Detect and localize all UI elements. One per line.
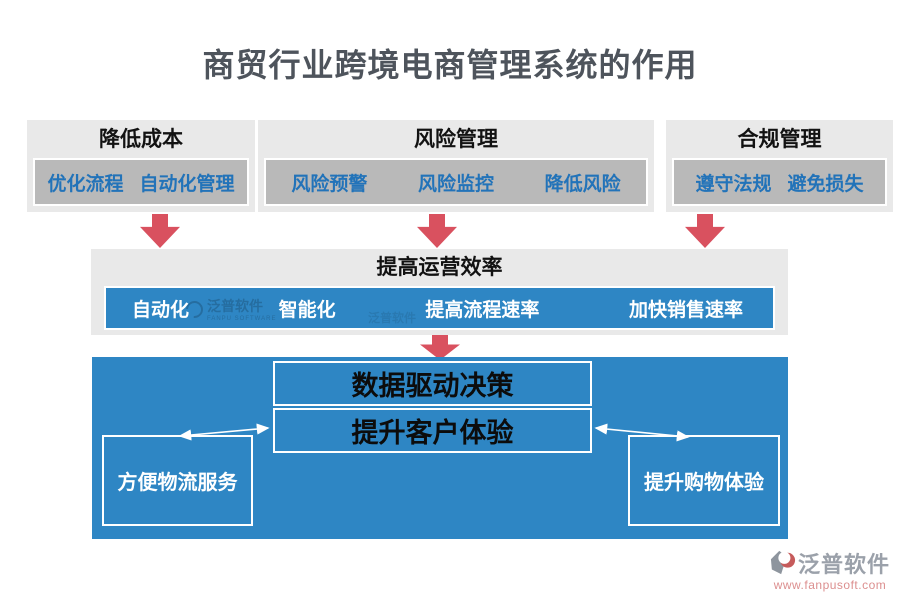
fanpu-logo-row: 泛普软件	[770, 547, 890, 579]
efficiency-header: 提高运营效率	[376, 256, 503, 279]
efficiency-item-automation: 自动化	[132, 299, 190, 321]
down-arrow-icon	[417, 214, 457, 248]
compliance-item-law: 遵守法规	[695, 173, 772, 195]
compliance-box: 合规管理 遵守法规 避免损失	[666, 120, 893, 212]
cost-item-automation: 自动化管理	[139, 173, 235, 195]
fanpu-logo-icon	[770, 550, 796, 575]
efficiency-box: 提高运营效率 自动化 智能化 提高流程速率 加快销售速率	[91, 249, 788, 335]
efficiency-item-process-speed: 提高流程速率	[425, 299, 540, 321]
compliance-items: 遵守法规 避免损失	[672, 158, 887, 206]
fanpu-logo: 泛普软件 www.fanpusoft.com	[770, 547, 890, 592]
risk-management-box: 风险管理 风险预警 风险监控 降低风险	[258, 120, 654, 212]
risk-management-items: 风险预警 风险监控 降低风险	[264, 158, 648, 206]
efficiency-item-sales-speed: 加快销售速率	[628, 299, 743, 321]
outcome-panel: 数据驱动决策 提升客户体验 方便物流服务 提升购物体验	[92, 357, 788, 539]
customer-experience-box: 提升客户体验	[273, 408, 592, 453]
cost-reduction-header: 降低成本	[99, 128, 183, 151]
cost-reduction-box: 降低成本 优化流程 自动化管理	[27, 120, 255, 212]
down-arrow-icon	[685, 214, 725, 248]
risk-item-reduce: 降低风险	[544, 173, 621, 195]
shopping-experience-box: 提升购物体验	[628, 435, 780, 526]
diagram-title: 商贸行业跨境电商管理系统的作用	[202, 47, 698, 83]
down-arrow-icon	[140, 214, 180, 248]
data-decision-box: 数据驱动决策	[273, 361, 592, 406]
logistics-box: 方便物流服务	[102, 435, 253, 526]
cost-reduction-items: 优化流程 自动化管理	[33, 158, 249, 206]
efficiency-items-bar: 自动化 智能化 提高流程速率 加快销售速率	[104, 286, 775, 330]
cost-item-optimize: 优化流程	[47, 173, 124, 195]
fanpu-logo-url: www.fanpusoft.com	[773, 578, 887, 592]
risk-item-warning: 风险预警	[291, 173, 368, 195]
risk-item-monitor: 风险监控	[417, 173, 494, 195]
efficiency-item-intelligence: 智能化	[278, 299, 336, 321]
compliance-item-loss: 避免损失	[787, 173, 864, 195]
fanpu-logo-text: 泛普软件	[797, 552, 890, 577]
risk-management-header: 风险管理	[414, 128, 498, 151]
compliance-header: 合规管理	[737, 128, 822, 151]
